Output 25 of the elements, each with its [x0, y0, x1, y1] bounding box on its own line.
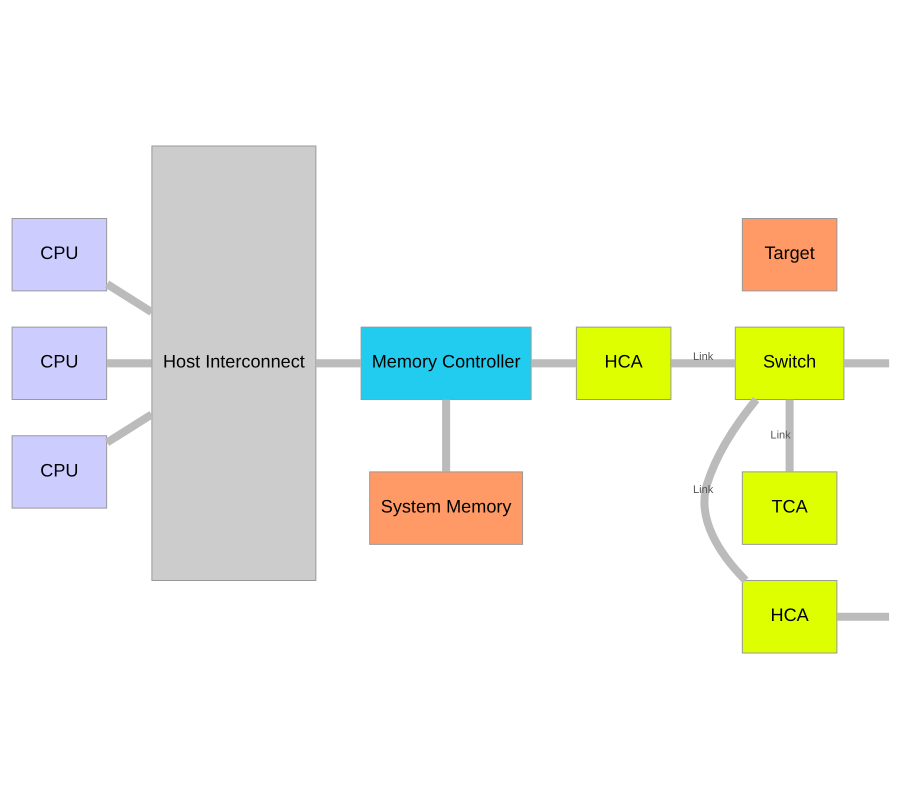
- edge-label: Link: [692, 351, 714, 364]
- node-box: Memory Controller: [360, 326, 532, 400]
- node-box: Target: [742, 218, 838, 292]
- node-box: HCA: [742, 580, 838, 654]
- edge-label: Link: [692, 484, 714, 496]
- node-box: TCA: [742, 471, 838, 545]
- node-box: CPU: [12, 218, 108, 292]
- connector: [104, 411, 154, 446]
- node-box: CPU: [12, 435, 108, 509]
- node-box: HCA: [576, 326, 672, 400]
- node-box: Switch: [734, 326, 844, 400]
- connector: [700, 397, 760, 584]
- node-box: Host Interconnect: [151, 146, 316, 582]
- connector: [107, 359, 152, 368]
- edge-label: Link: [770, 430, 791, 442]
- connector: [104, 280, 154, 316]
- connector: [844, 359, 890, 368]
- connector: [316, 359, 362, 368]
- connector: [671, 359, 736, 368]
- connector: [786, 400, 794, 472]
- connector: [837, 612, 890, 621]
- node-box: System Memory: [369, 471, 524, 545]
- connector: [442, 400, 450, 472]
- connector: [531, 359, 576, 368]
- node-box: CPU: [12, 326, 108, 400]
